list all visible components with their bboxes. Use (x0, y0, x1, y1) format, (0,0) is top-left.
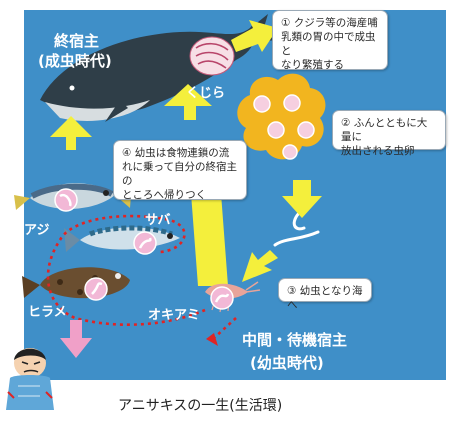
step-3-callout: ③ 幼虫となり海へ (278, 278, 372, 311)
flounder-label: ヒラメ (28, 305, 67, 320)
larvae-icon (273, 210, 320, 247)
mackerel-illustration (64, 225, 180, 252)
step-2-line-1: ふんとともに大量に (341, 117, 428, 143)
pink-arrow (60, 320, 92, 358)
whale-label: くじら (186, 86, 226, 101)
flounder-illustration (22, 267, 130, 299)
diagram-caption: アニサキスの一生(生活環) (118, 398, 283, 414)
sick-person-icon (6, 348, 54, 410)
intermediate-host-title: 中間・待機宿主 (242, 331, 348, 349)
krill-label: オキアミ (148, 308, 200, 323)
step-4-line-1: 幼虫は食物連鎖の流 (134, 147, 230, 159)
step-2-number: ② (341, 117, 351, 129)
step-3-number: ③ (287, 285, 297, 297)
step-3-line-1: 幼虫となり海へ (287, 285, 363, 311)
definitive-host-subtitle: (成虫時代) (38, 52, 112, 70)
mackerel-label: サバ (145, 213, 171, 228)
intermediate-host-subtitle: (幼虫時代) (250, 354, 324, 372)
step-1-line-2: 乳類の胃の中で成虫と (281, 31, 376, 57)
larva-badges (54, 188, 234, 310)
step-2-line-2: 放出される虫卵 (341, 145, 415, 157)
adult-worms-icon (189, 36, 235, 76)
step-1-number: ① (281, 17, 291, 29)
horse-mackerel-label: アジ (24, 223, 50, 238)
step-1-callout: ① クジラ等の海産哺 乳類の胃の中で成虫と なり繁殖する (272, 10, 388, 71)
egg-mass-illustration (237, 73, 326, 160)
step-2-callout: ② ふんとともに大量に 放出される虫卵 (332, 110, 446, 157)
step-4-callout: ④ 幼虫は食物連鎖の流 れに乗って自分の終宿主の ところへ帰りつく (113, 140, 247, 201)
step-4-number: ④ (122, 147, 132, 159)
definitive-host-title: 終宿主 (54, 32, 100, 50)
step-1-line-3: なり繁殖する (281, 59, 344, 71)
path-arrowhead (206, 333, 218, 346)
step-4-line-3: ところへ帰りつく (122, 189, 207, 201)
food-chain-path (46, 214, 206, 326)
step-1-line-1: クジラ等の海産哺 (293, 17, 378, 29)
step-4-line-2: れに乗って自分の終宿主の (122, 161, 237, 187)
